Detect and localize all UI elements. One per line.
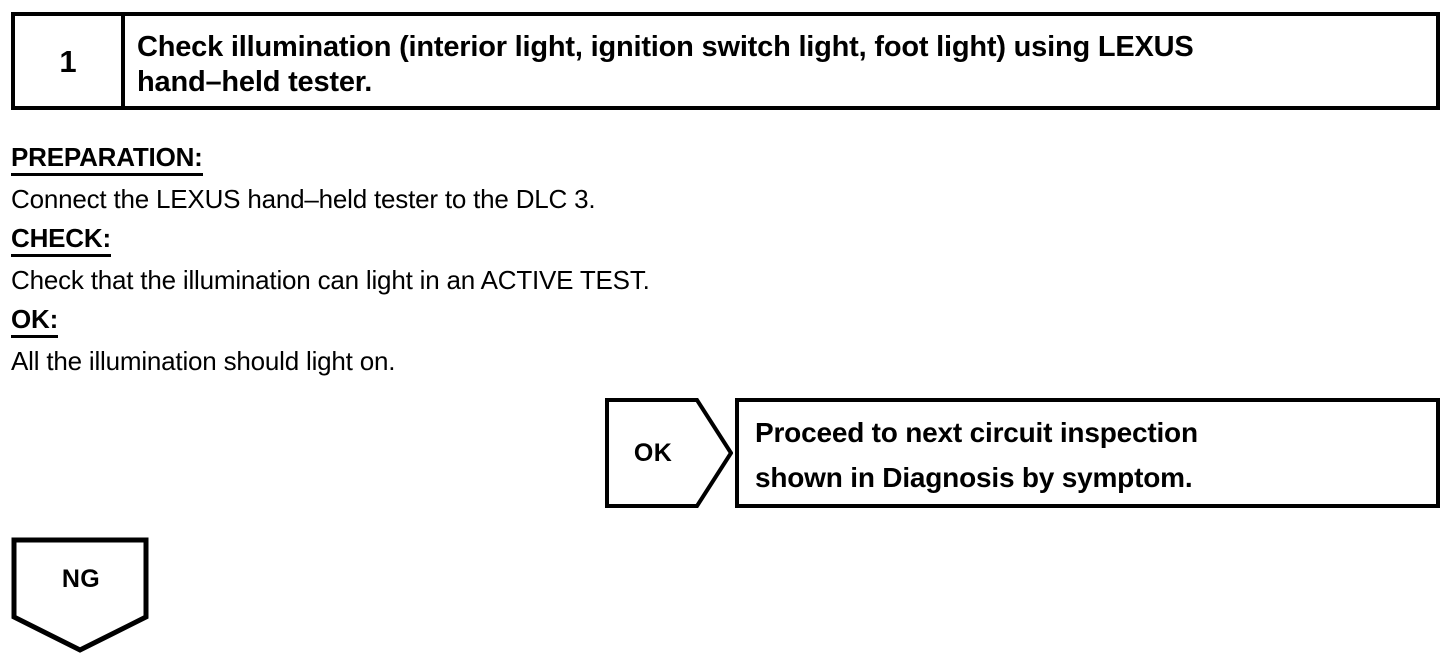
ok-branch-arrow: OK [605, 398, 733, 508]
step-number: 1 [59, 43, 77, 79]
check-heading: CHECK: [11, 225, 111, 257]
ok-result-box: Proceed to next circuit inspection shown… [735, 398, 1440, 508]
ng-branch-arrow: NG [11, 537, 151, 653]
check-block: CHECK: Check that the illumination can l… [11, 225, 911, 294]
preparation-text: Connect the LEXUS hand–held tester to th… [11, 183, 596, 214]
spacer [11, 213, 911, 225]
step-instruction-cell: Check illumination (interior light, igni… [125, 16, 1436, 106]
check-text: Check that the illumination can light in… [11, 264, 650, 295]
step-instruction-text: Check illumination (interior light, igni… [137, 31, 1194, 99]
step-number-cell: 1 [15, 16, 125, 106]
step-table: 1 Check illumination (interior light, ig… [11, 12, 1440, 110]
ok-result-text: Proceed to next circuit inspection shown… [755, 417, 1198, 494]
preparation-heading: PREPARATION: [11, 143, 203, 176]
ok-condition-block: OK: All the illumination should light on… [11, 306, 911, 375]
ok-text: All the illumination should light on. [11, 345, 396, 376]
spacer [11, 294, 911, 306]
ok-arrow-shape [605, 398, 733, 508]
preparation-block: PREPARATION: Connect the LEXUS hand–held… [11, 143, 911, 214]
ok-heading: OK: [11, 306, 58, 338]
step-details: PREPARATION: Connect the LEXUS hand–held… [11, 143, 911, 375]
ng-arrow-shape [11, 537, 149, 653]
